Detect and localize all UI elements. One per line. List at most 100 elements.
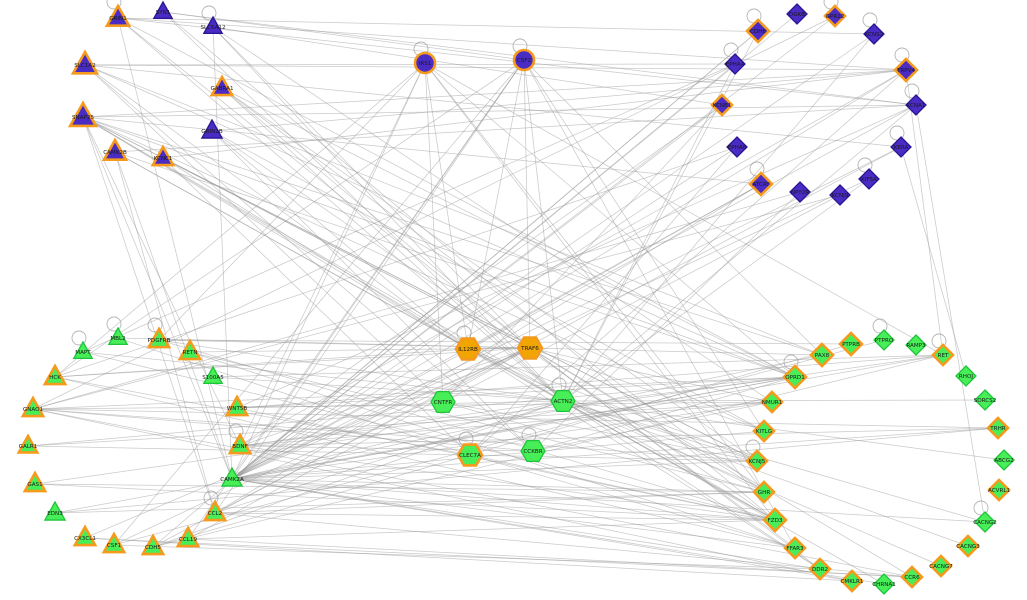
node-cx3cl1[interactable]: CX3CL1 [72,524,98,547]
diamond-node-shape[interactable] [745,449,769,473]
node-ghr[interactable]: GHR [752,480,776,504]
node-clec7a[interactable]: CLEC7A [456,443,484,467]
node-wnt5b[interactable]: WNT5B [224,394,250,417]
diamond-node-shape[interactable] [974,389,996,411]
node-ramp3[interactable]: RAMP3 [905,334,927,356]
node-edn3[interactable]: EDN3 [43,500,67,521]
node-galr1[interactable]: GALR1 [16,433,40,454]
node-hck[interactable]: HCK [42,363,68,386]
triangle-node-shape[interactable] [72,340,94,360]
triangle-node-shape[interactable] [101,531,127,554]
triangle-node-shape[interactable] [227,432,253,455]
triangle-node-shape[interactable] [177,338,203,361]
triangle-node-shape[interactable] [104,3,132,27]
triangle-node-shape[interactable] [67,100,99,128]
diamond-node-shape[interactable] [873,573,895,595]
node-cacng7[interactable]: CACNG7 [929,554,953,578]
diamond-node-shape[interactable] [931,343,955,367]
node-kera[interactable]: KERA [890,136,912,158]
node-actn2[interactable]: ACTN2 [550,389,576,413]
diamond-node-shape[interactable] [905,334,927,356]
node-kcns2[interactable]: KCNS2 [863,23,885,45]
triangle-node-shape[interactable] [175,525,201,548]
node-camk2b[interactable]: CAMK2B [101,137,129,161]
node-gas1[interactable]: GAS1 [22,470,48,493]
node-cacng2[interactable]: CACNG2 [973,511,997,533]
node-chrna1[interactable]: CHRNA1 [872,573,896,595]
node-grin1[interactable]: GRIN1 [104,3,132,27]
diamond-node-shape[interactable] [752,480,776,504]
triangle-node-shape[interactable] [107,326,129,346]
triangle-node-shape[interactable] [101,137,129,161]
node-cckbr[interactable]: CCKBR [520,439,546,463]
triangle-node-shape[interactable] [43,500,67,521]
circle-node-shape[interactable] [512,48,536,72]
node-ptprb[interactable]: PTPRB [838,331,864,357]
node-fzd3[interactable]: FZD3 [762,507,788,533]
diamond-node-shape[interactable] [900,565,924,589]
diamond-node-shape[interactable] [726,136,748,158]
diamond-node-shape[interactable] [823,4,847,28]
diamond-node-shape[interactable] [829,184,851,206]
triangle-node-shape[interactable] [152,0,174,20]
node-syn1[interactable]: SYN1 [152,0,174,20]
diamond-node-shape[interactable] [724,53,746,75]
node-ret[interactable]: RET [931,343,955,367]
triangle-node-shape[interactable] [140,533,166,556]
node-snap25[interactable]: SNAP25 [67,100,99,128]
triangle-node-shape[interactable] [224,394,250,417]
node-dgkb[interactable]: DGKB [786,3,808,25]
node-cdh8[interactable]: CDH8 [745,18,771,44]
circle-node-shape[interactable] [413,51,437,75]
diamond-node-shape[interactable] [858,168,880,190]
hexagon-node-shape[interactable] [454,337,482,361]
diamond-node-shape[interactable] [838,331,864,357]
diamond-node-shape[interactable] [956,534,980,558]
diamond-node-shape[interactable] [987,478,1011,502]
diamond-node-shape[interactable] [808,557,832,581]
diamond-node-shape[interactable] [752,419,776,443]
node-epha6[interactable]: EPHA6 [726,136,748,158]
node-gpr22[interactable]: GPR22 [823,4,847,28]
node-ptpro[interactable]: PTPRO [873,329,895,351]
node-cacng3[interactable]: CACNG3 [956,534,980,558]
triangle-node-shape[interactable] [202,365,224,385]
triangle-node-shape[interactable] [202,499,228,522]
node-traf6[interactable]: TRAF6 [516,336,544,360]
node-trhr[interactable]: TRHR [986,416,1010,440]
diamond-node-shape[interactable] [762,507,788,533]
diamond-node-shape[interactable] [786,3,808,25]
diamond-node-shape[interactable] [890,136,912,158]
triangle-node-shape[interactable] [20,395,46,418]
node-csf2[interactable]: CSF2 [512,48,536,72]
diamond-node-shape[interactable] [760,390,784,414]
node-kitlg[interactable]: KITLG [752,419,776,443]
diamond-node-shape[interactable] [863,23,885,45]
node-ccr6[interactable]: CCR6 [900,565,924,589]
triangle-node-shape[interactable] [202,15,224,35]
node-rhoj[interactable]: RHOJ [955,365,977,387]
diamond-node-shape[interactable] [783,536,807,560]
diamond-node-shape[interactable] [986,416,1010,440]
diamond-node-shape[interactable] [840,569,864,593]
node-sorcs2[interactable]: SORCS2 [974,389,997,411]
diamond-node-shape[interactable] [789,181,811,203]
node-irs1[interactable]: IRS1 [413,51,437,75]
hexagon-node-shape[interactable] [456,443,484,467]
triangle-node-shape[interactable] [146,326,172,349]
diamond-node-shape[interactable] [782,364,808,390]
triangle-node-shape[interactable] [209,74,235,97]
diamond-node-shape[interactable] [893,57,919,83]
triangle-node-shape[interactable] [150,144,176,167]
node-kif5a[interactable]: KIF5A [858,168,880,190]
node-slc1a2[interactable]: SLC1A2 [70,49,100,75]
diamond-node-shape[interactable] [929,554,953,578]
hexagon-node-shape[interactable] [520,439,546,463]
diamond-node-shape[interactable] [955,365,977,387]
triangle-node-shape[interactable] [200,118,224,139]
triangle-node-shape[interactable] [220,466,244,487]
diamond-node-shape[interactable] [748,171,774,197]
node-oprd1[interactable]: OPRD1 [782,364,808,390]
hexagon-node-shape[interactable] [430,390,456,414]
diamond-node-shape[interactable] [873,329,895,351]
